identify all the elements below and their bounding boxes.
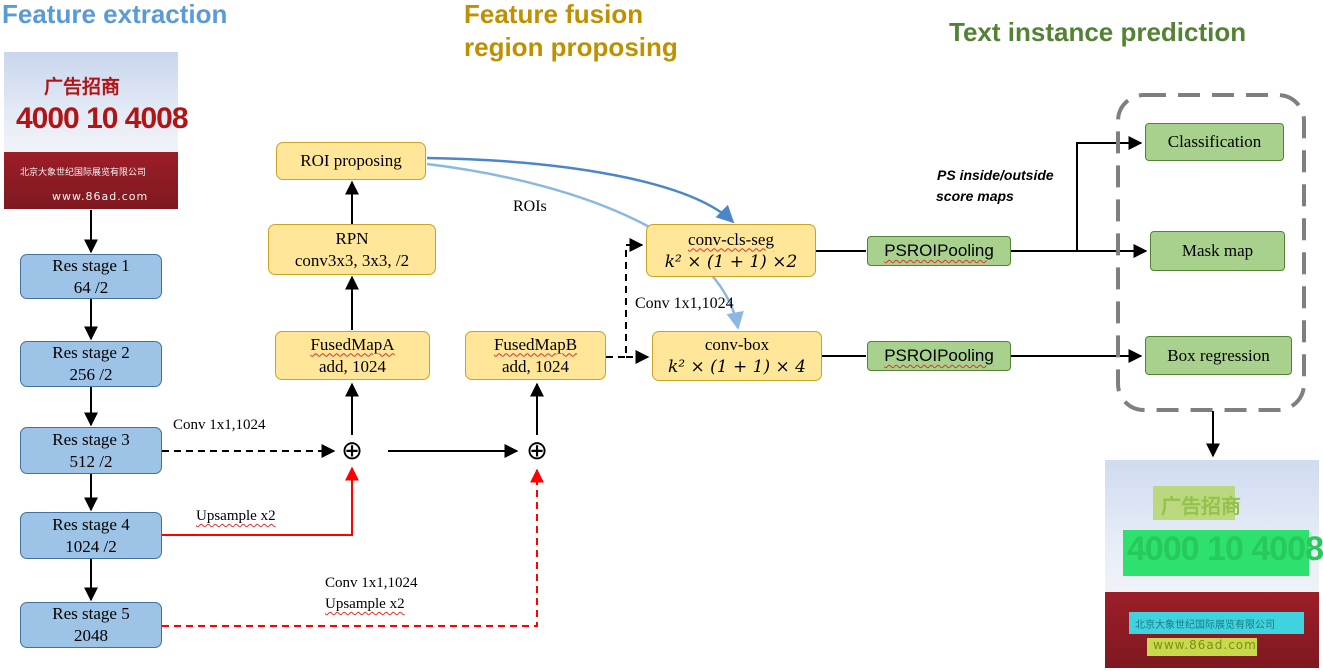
res-stage-5: Res stage 5 2048 [20,602,162,648]
label-conv-stage3: Conv 1x1,1024 [173,417,266,433]
input-billboard-image: 广告招商 4000 10 4008 北京大象世纪国际展览有限公司 www.86a… [4,52,189,209]
fused-map-b-box: FusedMapB add, 1024 [465,331,606,380]
header-text-instance-prediction: Text instance prediction [949,17,1247,47]
res-stage-2: Res stage 2 256 /2 [20,341,162,387]
label-upsample-stage4: Upsample x2 [196,508,276,524]
arrow-stage4-upsample-to-oplusA [162,466,359,536]
classification-label: Classification [1167,132,1262,151]
output-image-line3: 北京大象世纪国际展览有限公司 [1135,620,1275,631]
output-image-line4: www.86ad.com [1153,638,1257,652]
res-stage-5-title: Res stage 5 [52,604,130,623]
res-stage-1: Res stage 1 64 /2 [20,254,162,299]
rpn-box: RPN conv3x3, 3x3, /2 [268,224,436,275]
input-image-line1: 广告招商 [44,76,121,98]
mask-map-label: Mask map [1181,241,1254,260]
mask-map-box: Mask map [1150,231,1285,271]
arrow-stage5-to-oplusB [162,468,544,627]
input-image-line2: 4000 10 4008 [16,102,189,135]
output-image-line2: 4000 10 4008 [1127,530,1323,568]
psroi-pooling-label-1: PSROIPooling [884,241,994,260]
rpn-title: RPN [335,228,369,248]
header-feature-extraction: Feature extraction [2,0,228,29]
res-stage-3-sub: 512 /2 [69,451,113,471]
rpn-sub: conv3x3, 3x3, /2 [294,250,410,270]
conv-cls-seg-box: conv-cls-seg k² × (1 + 1) ×2 [646,224,816,277]
roi-proposing-label: ROI proposing [300,151,402,170]
arrow-psroi1-to-classification [1076,136,1143,251]
roi-proposing-box: ROI proposing [276,142,426,180]
prediction-group-dashed-box [1116,93,1306,412]
output-detection-image: 广告招商 4000 10 4008 北京大象世纪国际展览有限公司 www.86a… [1105,460,1323,668]
header-feature-fusion: Feature fusion [464,0,644,29]
fused-map-b-title: FusedMapB [493,334,578,354]
arrow-rois-to-conv-box [426,162,744,330]
input-image-line4: www.86ad.com [52,190,149,203]
fused-map-a-title: FusedMapA [310,334,395,354]
psroi-pooling-box-1: PSROIPooling [867,236,1011,266]
label-upsample-stage5: Upsample x2 [325,596,405,612]
res-stage-4: Res stage 4 1024 /2 [20,512,162,559]
fused-map-b-sub: add, 1024 [501,356,570,376]
output-image-line1: 广告招商 [1161,494,1241,518]
input-image-line3: 北京大象世纪国际展览有限公司 [20,168,147,178]
res-stage-4-sub: 1024 /2 [65,536,117,556]
res-stage-5-sub: 2048 [74,626,108,645]
res-stage-4-title: Res stage 4 [52,514,130,534]
label-conv-fusedB: Conv 1x1,1024 [635,295,734,312]
box-regression-box: Box regression [1145,336,1292,375]
fused-map-a-sub: add, 1024 [318,356,387,376]
res-stage-3-title: Res stage 3 [52,429,130,449]
conv-box-box: conv-box k² × (1 + 1) × 4 [652,331,822,381]
label-conv-stage5: Conv 1x1,1024 [325,575,418,591]
header-region-proposing: region proposing [464,32,678,62]
psroi-pooling-label-2: PSROIPooling [884,346,994,365]
box-regression-label: Box regression [1167,345,1270,365]
oplus-b: ⊕ [526,436,548,466]
fused-map-a-box: FusedMapA add, 1024 [275,331,430,380]
label-ps-maps-line1: PS inside/outside [937,167,1054,183]
res-stage-2-title: Res stage 2 [52,343,130,362]
conv-box-formula: k² × (1 + 1) × 4 [668,357,806,377]
conv-cls-seg-title: conv-cls-seg [688,229,774,249]
res-stage-2-sub: 256 /2 [69,365,113,384]
res-stage-1-title: Res stage 1 [52,255,130,275]
res-stage-1-sub: 64 /2 [73,277,109,297]
classification-box: Classification [1145,123,1284,161]
res-stage-3: Res stage 3 512 /2 [20,427,162,474]
oplus-a: ⊕ [341,436,363,466]
psroi-pooling-box-2: PSROIPooling [867,341,1011,371]
label-ps-maps-line2: score maps [936,188,1014,204]
arrow-fusedB-to-conv-cls-seg [606,238,644,358]
conv-cls-seg-formula: k² × (1 + 1) ×2 [664,251,798,272]
conv-box-title: conv-box [704,335,770,354]
arrow-rois-to-conv-cls-seg [426,156,735,224]
label-rois: ROIs [513,198,547,215]
